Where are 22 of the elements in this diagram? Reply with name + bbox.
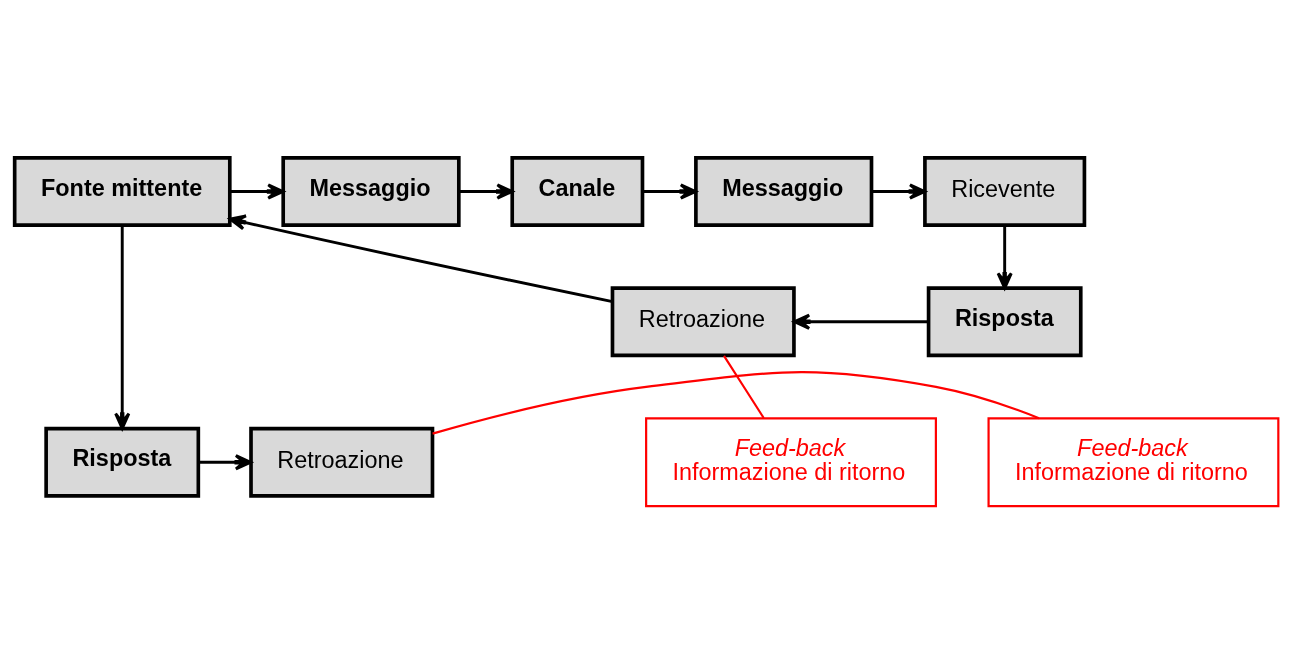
node-box: Risposta: [926, 285, 1083, 357]
arrow: [228, 213, 613, 303]
node-box: Retroazione: [610, 285, 796, 357]
connector: [432, 370, 1040, 435]
arrow: [793, 313, 929, 330]
arrow: [230, 182, 285, 200]
arrow: [642, 182, 697, 200]
connector: [723, 354, 765, 419]
node-box: Feed-back Informazione di ritorno: [645, 416, 937, 507]
arrow: [198, 453, 253, 470]
node-box: Ricevente: [923, 155, 1087, 227]
arrow: [996, 225, 1013, 289]
node-box: Messaggio: [694, 155, 874, 227]
arrow: [114, 224, 131, 430]
node-box: Messaggio: [281, 155, 461, 227]
node-box: Canale: [510, 155, 645, 227]
node-box: Feed-back Informazione di ritorno: [987, 416, 1280, 507]
node-box: Risposta: [44, 426, 201, 498]
arrow: [871, 182, 927, 200]
node-box: Fonte mittente: [12, 155, 232, 227]
node-box: Retroazione: [249, 426, 435, 498]
arrow: [458, 182, 514, 200]
